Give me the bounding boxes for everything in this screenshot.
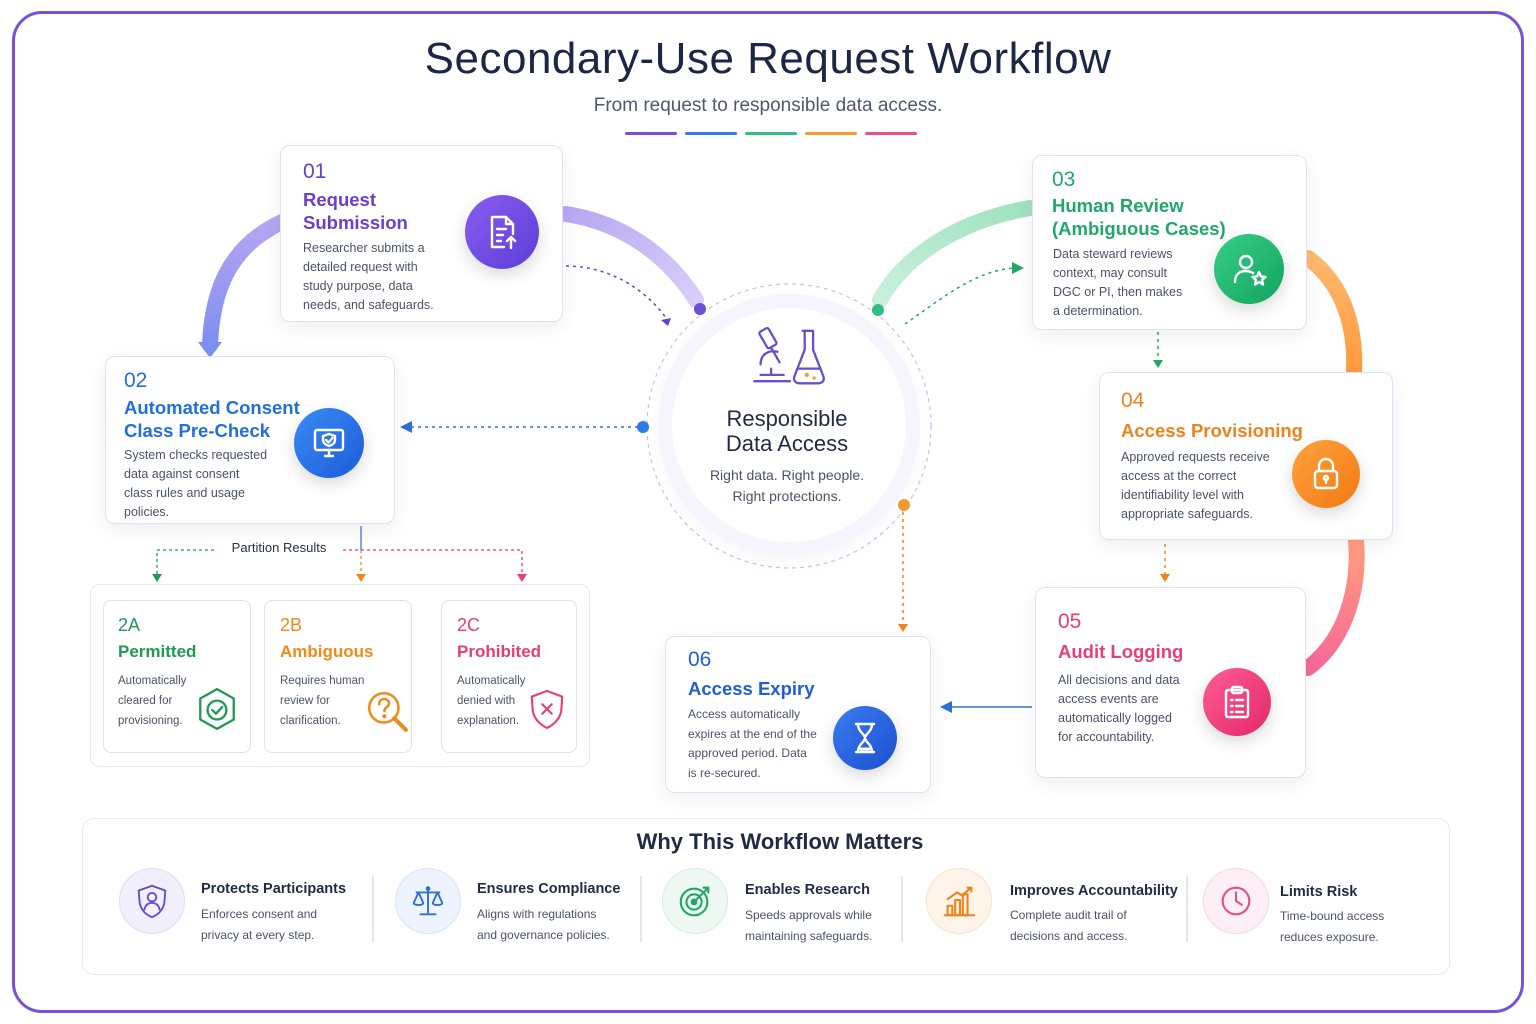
step-06-number: 06 bbox=[688, 648, 712, 671]
benefit-3-title: Enables Research bbox=[745, 882, 870, 898]
partition-green bbox=[156, 549, 214, 576]
benefit-divider-1 bbox=[372, 876, 374, 942]
dots-01-center bbox=[565, 265, 667, 319]
document-upload-icon bbox=[490, 215, 517, 250]
partition-2a-card[interactable] bbox=[103, 600, 251, 753]
shield-person-icon bbox=[137, 884, 167, 919]
partition-2b-number: 2B bbox=[280, 615, 303, 635]
dots-center-03 bbox=[904, 267, 1016, 325]
accent-seg-2 bbox=[685, 132, 737, 135]
accent-seg-3 bbox=[745, 132, 797, 135]
step-02-badge bbox=[294, 408, 364, 478]
step-05-number: 05 bbox=[1058, 610, 1082, 633]
benefit-5-title: Limits Risk bbox=[1280, 884, 1358, 900]
node-purple bbox=[694, 303, 706, 315]
accent-seg-1 bbox=[625, 132, 677, 135]
partition-2b-card[interactable] bbox=[264, 600, 412, 753]
step-01-number: 01 bbox=[303, 160, 327, 183]
benefit-5-icon-wrap bbox=[1203, 868, 1269, 934]
hourglass-icon bbox=[854, 722, 876, 754]
benefit-3-icon-wrap bbox=[662, 868, 728, 934]
target-icon bbox=[679, 886, 710, 917]
benefit-2-title: Ensures Compliance bbox=[477, 881, 621, 897]
step-04-badge bbox=[1292, 440, 1360, 508]
node-blue bbox=[637, 421, 649, 433]
node-orange bbox=[898, 499, 910, 511]
user-star-icon bbox=[1233, 254, 1267, 286]
clipboard-list-icon bbox=[1224, 685, 1250, 719]
step-05-title: Audit Logging bbox=[1058, 641, 1184, 662]
partition-2c-number: 2C bbox=[457, 615, 481, 635]
partition-2a-title: Permitted bbox=[118, 642, 197, 661]
arc-02-01 bbox=[202, 214, 290, 353]
step-04-number: 04 bbox=[1121, 389, 1145, 412]
page-subtitle: From request to responsible data access. bbox=[593, 95, 943, 116]
step-01-badge bbox=[465, 195, 539, 269]
accent-seg-4 bbox=[805, 132, 857, 135]
magnifier-question-icon bbox=[367, 691, 408, 732]
partition-2c-title: Prohibited bbox=[457, 642, 542, 661]
arc-center-03 bbox=[872, 200, 1038, 308]
clock-icon bbox=[1221, 886, 1251, 916]
step-03-number: 03 bbox=[1052, 168, 1076, 191]
benefit-4-icon-wrap bbox=[926, 868, 992, 934]
hexagon-check-icon bbox=[199, 687, 235, 731]
center-description: Right data. Right people. Right protecti… bbox=[709, 467, 865, 504]
step-03-title: Human Review(Ambiguous Cases) bbox=[1052, 195, 1226, 239]
scales-icon bbox=[412, 886, 444, 916]
bar-chart-icon bbox=[943, 886, 976, 917]
partition-2c-card[interactable] bbox=[441, 600, 577, 753]
padlock-icon bbox=[1313, 457, 1339, 490]
accent-seg-5 bbox=[865, 132, 917, 135]
step-06-title: Access Expiry bbox=[688, 678, 815, 699]
benefit-divider-2 bbox=[640, 876, 642, 942]
step-06-badge bbox=[833, 706, 897, 770]
arc-01-center bbox=[558, 206, 704, 308]
benefit-1-icon-wrap bbox=[119, 868, 185, 934]
benefit-1-title: Protects Participants bbox=[201, 881, 347, 897]
shield-x-icon bbox=[530, 689, 564, 730]
step-05-badge bbox=[1203, 668, 1271, 736]
center-hub bbox=[672, 308, 906, 542]
microscope-flask-icon bbox=[753, 326, 825, 385]
step-02-number: 02 bbox=[124, 369, 148, 392]
partition-2b-title: Ambiguous bbox=[280, 642, 374, 661]
benefit-divider-3 bbox=[901, 876, 903, 942]
arc-02-01-arrowhead bbox=[198, 342, 222, 358]
node-green bbox=[872, 304, 884, 316]
benefit-divider-4 bbox=[1186, 876, 1188, 942]
partition-pink bbox=[343, 549, 523, 576]
center-dashed-ring bbox=[646, 283, 932, 569]
partition-results-label: Partition Results bbox=[216, 540, 342, 555]
step-04-title: Access Provisioning bbox=[1121, 420, 1303, 441]
benefit-4-title: Improves Accountability bbox=[1010, 883, 1178, 899]
why-title: Why This Workflow Matters bbox=[636, 829, 924, 854]
partition-2a-number: 2A bbox=[118, 615, 141, 635]
benefit-2-icon-wrap bbox=[395, 868, 461, 934]
page-title: Secondary-Use Request Workflow bbox=[424, 34, 1112, 83]
arc-03-04 bbox=[1300, 250, 1363, 380]
step-03-badge bbox=[1214, 234, 1284, 304]
arc-04-05 bbox=[1300, 532, 1365, 676]
monitor-shield-icon bbox=[313, 428, 345, 458]
center-title: Responsible Data Access bbox=[725, 406, 849, 456]
